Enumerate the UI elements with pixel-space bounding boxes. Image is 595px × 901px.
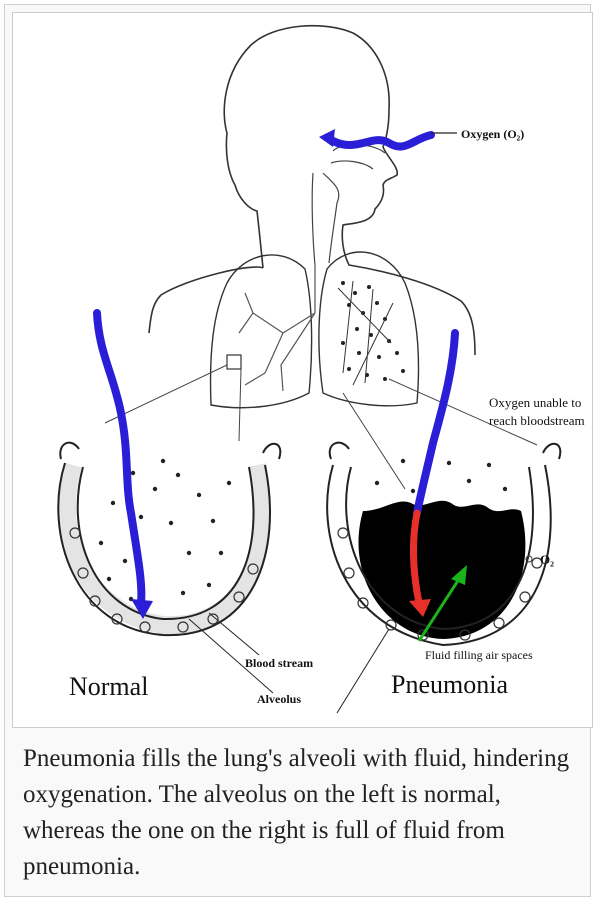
pneumonia-diagram[interactable]: Oxygen (O₂) bbox=[12, 12, 593, 728]
pneumonia-alveolus bbox=[327, 443, 560, 645]
oxygen-intake-arrow bbox=[333, 135, 431, 147]
oxygen-intake-arrowhead bbox=[319, 129, 335, 147]
normal-alveolus bbox=[58, 443, 280, 635]
right-lung bbox=[319, 252, 419, 406]
blood-stream-label: Blood stream bbox=[245, 656, 313, 670]
o2-legend-label: O₂ bbox=[540, 552, 554, 567]
figure-thumbnail-frame: Oxygen (O₂) bbox=[4, 4, 591, 897]
normal-label: Normal bbox=[69, 672, 148, 701]
bronchi bbox=[239, 265, 315, 391]
oxygen-unable-label-line2: reach bloodstream bbox=[489, 413, 585, 428]
alveolus-label: Alveolus bbox=[257, 692, 301, 706]
oxygen-unable-label-line1: Oxygen unable to bbox=[489, 395, 581, 410]
blood-stream-leader bbox=[209, 613, 259, 655]
pneumonia-label: Pneumonia bbox=[391, 670, 508, 699]
pneumonia-oxygen-arrow bbox=[417, 333, 455, 513]
diagram-svg: Oxygen (O₂) bbox=[13, 13, 593, 728]
alveolus-leader-right bbox=[337, 629, 389, 713]
infected-lung-texture bbox=[338, 281, 405, 385]
zoom-box bbox=[227, 355, 241, 369]
left-lung bbox=[211, 255, 312, 408]
fluid-label: Fluid filling air spaces bbox=[425, 648, 533, 662]
airway bbox=[312, 144, 385, 265]
figure-caption: Pneumonia fills the lung's alveoli with … bbox=[23, 741, 589, 885]
connector-lines bbox=[105, 365, 537, 489]
oxygen-in-label: Oxygen (O₂) bbox=[461, 127, 524, 141]
normal-oxygen-arrow bbox=[97, 313, 141, 603]
